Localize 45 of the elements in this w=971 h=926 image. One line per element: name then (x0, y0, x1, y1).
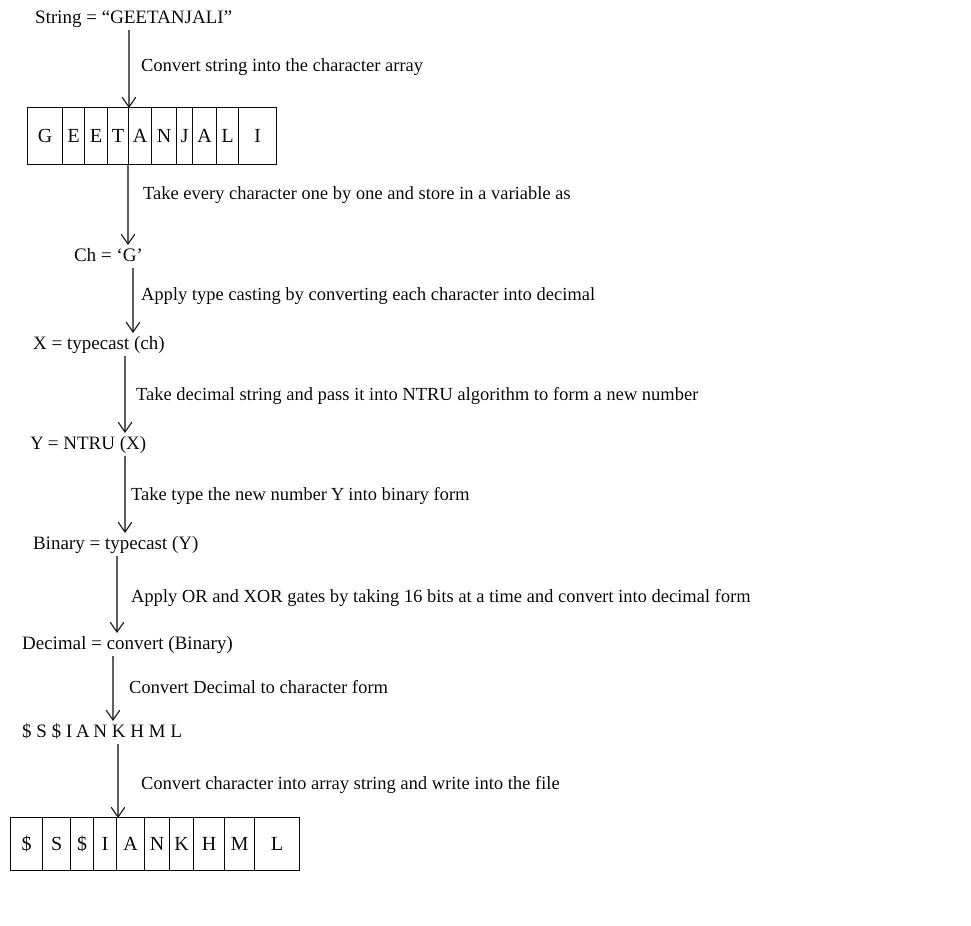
array-cell: I (94, 818, 117, 870)
arrow (110, 744, 126, 818)
array-cell: S (43, 818, 71, 870)
array-cell-text: I (253, 124, 262, 148)
array-cell: E (85, 108, 108, 164)
character-array (10, 817, 300, 871)
array-cell: $ (11, 818, 43, 870)
expression-text: $ S $ I A N K H M L (22, 720, 182, 744)
array-cell: J (177, 108, 193, 164)
edge-label: Apply OR and XOR gates by taking 16 bits at a time and convert into decimal form (131, 586, 751, 608)
array-cell-text: L (270, 832, 284, 856)
expression-text: Y = NTRU (X) (30, 432, 146, 456)
array-cell: K (170, 818, 194, 870)
arrow (121, 30, 137, 108)
expression-text: Decimal = convert (Binary) (22, 632, 233, 656)
expression-text: X = typecast (ch) (33, 332, 165, 356)
arrow (125, 268, 141, 333)
array-cell: M (225, 818, 255, 870)
arrow (105, 656, 121, 721)
arrow (120, 165, 136, 245)
array-cell: T (108, 108, 129, 164)
expression-text: Binary = typecast (Y) (33, 532, 198, 556)
edge-label: Take decimal string and pass it into NTRU algorithm to form a new number (136, 384, 698, 406)
expression-text: Ch = ‘G’ (74, 244, 143, 268)
array-cell: G (28, 108, 63, 164)
edge-label: Apply type casting by converting each character into decimal (141, 284, 596, 306)
arrow (109, 556, 125, 633)
expression-text: String = “GEETANJALI” (35, 6, 232, 30)
arrow (117, 456, 133, 533)
edge-label: Convert string into the character array (141, 55, 424, 77)
character-array (27, 107, 277, 165)
array-cell: A (117, 818, 145, 870)
array-cell: A (129, 108, 152, 164)
edge-label: Take every character one by one and store in a variable as (143, 183, 571, 205)
array-cell: $ (71, 818, 94, 870)
array-cell: N (152, 108, 177, 164)
array-cell: H (194, 818, 225, 870)
arrow (117, 356, 133, 433)
edge-label: Take type the new number Y into binary form (131, 484, 470, 506)
array-cell: N (145, 818, 170, 870)
edge-label: Convert Decimal to character form (129, 677, 388, 699)
array-cell: L (217, 108, 239, 164)
array-cell: A (193, 108, 217, 164)
array-cell: E (63, 108, 85, 164)
edge-label: Convert character into array string and write into the file (141, 773, 560, 795)
